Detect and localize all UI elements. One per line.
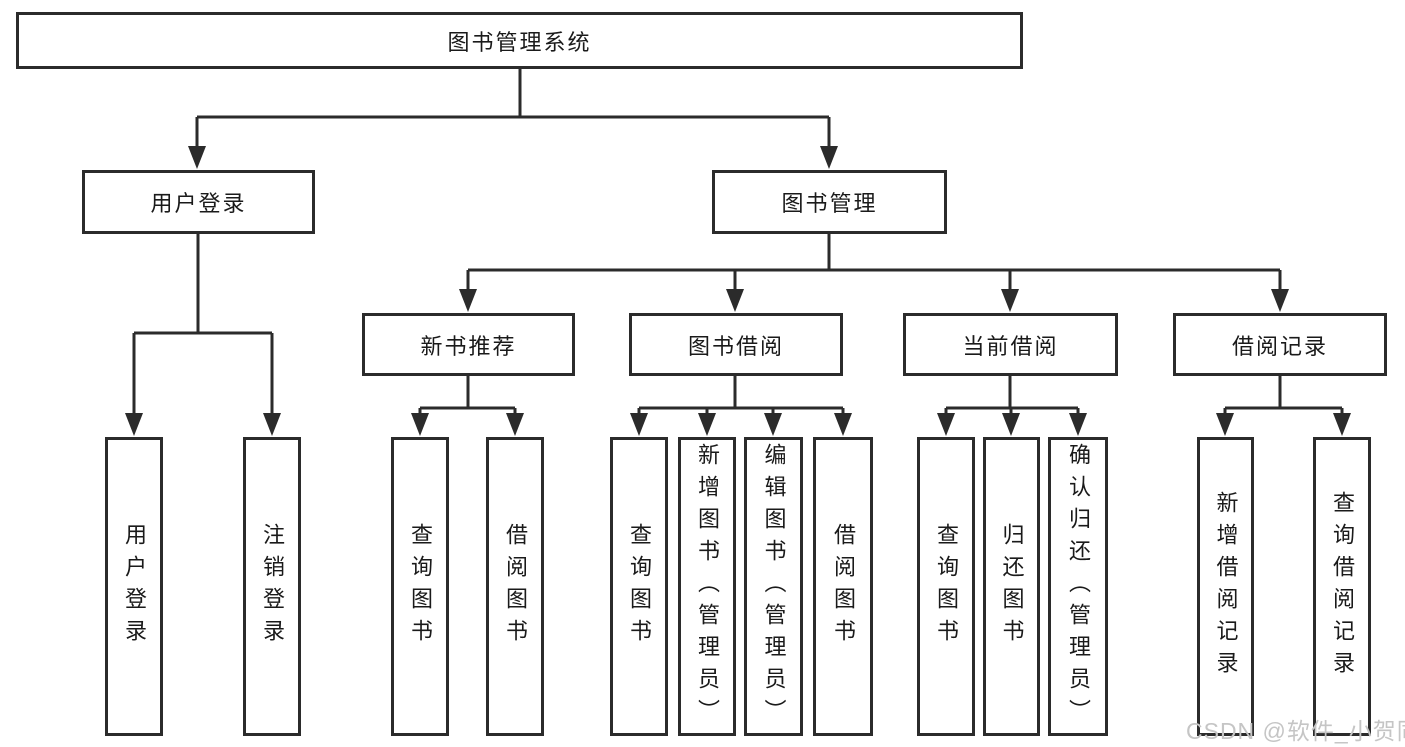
- node-root: 图书管理系统: [16, 12, 1023, 69]
- leaf-add-books-admin: 新增图书（管理员）: [678, 437, 736, 736]
- arrowhead: [1333, 413, 1351, 436]
- leaf-return-books: 归还图书: [983, 437, 1040, 736]
- connector-borrow-record-to-leaves: [1223, 376, 1344, 420]
- arrowhead: [820, 146, 838, 169]
- leaf-borrow-books-label: 借阅图书: [831, 522, 856, 651]
- connector-new-book-to-leaves: [418, 376, 517, 420]
- connector-book-borrow-to-leaves: [637, 376, 845, 420]
- leaf-logout: 注销登录: [243, 437, 301, 736]
- leaf-confirm-return-admin-label: 确认归还（管理员）: [1066, 442, 1091, 731]
- arrowhead: [411, 413, 429, 436]
- arrowhead: [630, 413, 648, 436]
- leaf-query-books-borrow: 查询图书: [610, 437, 668, 736]
- arrowhead: [188, 146, 206, 169]
- connector-user-login-to-leaves: [132, 233, 274, 420]
- leaf-borrow-books-newbook-label: 借阅图书: [503, 522, 528, 651]
- arrowhead: [506, 413, 524, 436]
- arrowhead: [459, 289, 477, 312]
- arrowhead: [726, 289, 744, 312]
- leaf-borrow-books: 借阅图书: [813, 437, 873, 736]
- node-new-book-label: 新书推荐: [420, 333, 517, 359]
- leaf-borrow-books-newbook: 借阅图书: [486, 437, 544, 736]
- leaf-query-books-borrow-label: 查询图书: [627, 522, 652, 651]
- node-book-borrow-label: 图书借阅: [687, 333, 784, 359]
- leaf-edit-books-admin: 编辑图书（管理员）: [744, 437, 803, 736]
- node-user-login: 用户登录: [82, 170, 315, 234]
- leaf-logout-label: 注销登录: [260, 522, 285, 651]
- csdn-watermark: CSDN @软件_小贺同学: [1186, 718, 1405, 744]
- arrowhead: [834, 413, 852, 436]
- node-book-mgmt-label: 图书管理: [781, 191, 878, 216]
- leaf-add-books-admin-label: 新增图书（管理员）: [695, 442, 720, 731]
- arrowhead: [1001, 289, 1019, 312]
- leaf-user-login: 用户登录: [105, 437, 163, 736]
- node-new-book: 新书推荐: [362, 313, 575, 376]
- leaf-query-books-current: 查询图书: [917, 437, 975, 736]
- arrowhead: [125, 413, 143, 436]
- arrowhead: [764, 413, 782, 436]
- arrowhead: [1002, 413, 1020, 436]
- arrowhead: [937, 413, 955, 436]
- leaf-query-books-newbook-label: 查询图书: [408, 522, 433, 651]
- leaf-user-login-label: 用户登录: [122, 522, 147, 651]
- arrowhead: [263, 413, 281, 436]
- node-book-mgmt: 图书管理: [712, 170, 947, 234]
- arrowhead: [1216, 413, 1234, 436]
- leaf-edit-books-admin-label: 编辑图书（管理员）: [761, 442, 787, 731]
- arrowhead: [1069, 413, 1087, 436]
- node-root-label: 图书管理系统: [447, 29, 592, 55]
- leaf-query-borrow-record: 查询借阅记录: [1313, 437, 1371, 736]
- leaf-query-books-newbook: 查询图书: [391, 437, 449, 736]
- leaf-query-borrow-record-label: 查询借阅记录: [1330, 490, 1355, 683]
- leaf-query-books-current-label: 查询图书: [934, 522, 959, 651]
- connector-current-borrow-to-leaves: [944, 376, 1080, 420]
- leaf-return-books-label: 归还图书: [999, 522, 1025, 651]
- node-borrow-record-label: 借阅记录: [1231, 333, 1328, 359]
- connector-book-mgmt-to-level3: [466, 233, 1282, 296]
- leaf-add-borrow-record-label: 新增借阅记录: [1213, 490, 1239, 683]
- arrowhead: [698, 413, 716, 436]
- leaf-add-borrow-record: 新增借阅记录: [1197, 437, 1254, 736]
- node-current-borrow: 当前借阅: [903, 313, 1118, 376]
- arrowhead: [1271, 289, 1289, 312]
- connector-root-to-level2: [195, 69, 831, 150]
- leaf-confirm-return-admin: 确认归还（管理员）: [1048, 437, 1108, 736]
- node-borrow-record: 借阅记录: [1173, 313, 1387, 376]
- node-current-borrow-label: 当前借阅: [962, 333, 1059, 359]
- node-book-borrow: 图书借阅: [629, 313, 843, 376]
- node-user-login-label: 用户登录: [150, 191, 247, 216]
